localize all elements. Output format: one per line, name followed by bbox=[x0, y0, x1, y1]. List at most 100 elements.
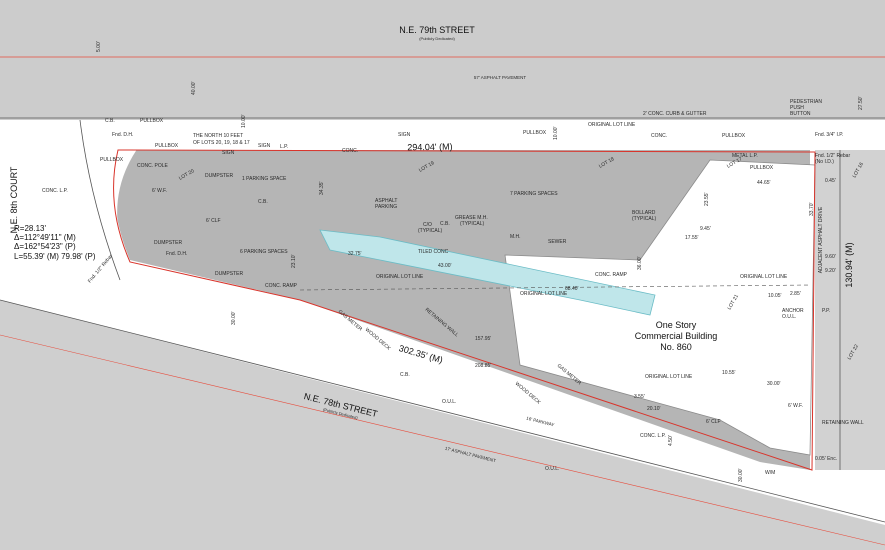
dim-3370: 33.70' bbox=[809, 202, 815, 216]
dim-2750: 27.50' bbox=[858, 96, 864, 110]
dim-4465: 44.65' bbox=[757, 180, 771, 186]
curve-delta-p: Δ=162°54'23" (P) bbox=[14, 242, 76, 251]
one-parking-label: 1 PARKING SPACE bbox=[242, 176, 287, 182]
ne-8th-court-curb bbox=[79, 119, 121, 281]
cb-label-4: C.B. bbox=[400, 372, 410, 378]
orig-lot-line-label-1: ORIGINAL LOT LINE bbox=[588, 122, 636, 128]
sign-label-3: SIGN bbox=[222, 150, 235, 156]
grease-label-2: (TYPICAL) bbox=[460, 221, 485, 227]
dumpster-label-3: DUMPSTER bbox=[215, 271, 243, 277]
oul-label-2: O.U.L. bbox=[442, 399, 456, 405]
six-parking-label: 6 PARKING SPACES bbox=[240, 249, 288, 255]
wf-label: 6' W.F. bbox=[788, 403, 803, 409]
bollard-label-2: (TYPICAL) bbox=[632, 216, 657, 222]
dim-355: 3.55' bbox=[634, 394, 645, 400]
pullbox-label-1: PULLBOX bbox=[140, 118, 164, 124]
anchor-label: ANCHOR bbox=[782, 308, 804, 314]
dim-945: 9.45' bbox=[700, 226, 711, 232]
dim-3600: 36.00' bbox=[637, 256, 643, 270]
dim-3000c: 30.00' bbox=[738, 468, 744, 482]
co-typical-label-2: (TYPICAL) bbox=[418, 228, 443, 234]
clf-label: 6' CLF bbox=[706, 419, 721, 425]
north-pavement-label: 57' ASPHALT PAVEMENT bbox=[474, 75, 527, 80]
dim-1755: 17.55' bbox=[685, 235, 699, 241]
dim-960: 9.60' bbox=[825, 254, 836, 260]
oul-label-1: O.U.L. bbox=[782, 314, 796, 320]
dim-4300: 43.00' bbox=[438, 263, 452, 269]
dim-3000a: 30.00' bbox=[231, 311, 237, 325]
north10b-label: OF LOTS 20, 19, 18 & 17 bbox=[193, 140, 250, 146]
asphalt-label-1: ASPHALT bbox=[375, 198, 397, 204]
south-parkway-label: 16' PARKWAY bbox=[526, 416, 555, 428]
sewer-label: SEWER bbox=[548, 239, 567, 245]
sign-label-2: SIGN bbox=[398, 132, 411, 138]
curve-radius: R=28.13' bbox=[14, 224, 46, 233]
north10-label: THE NORTH 10 FEET bbox=[193, 133, 243, 139]
north-street-note: (Publicly Dedicated) bbox=[419, 36, 455, 41]
orig-lot-line-label-2: ORIGINAL LOT LINE bbox=[376, 274, 424, 280]
conc-label-1: CONC. bbox=[342, 148, 358, 154]
co-typical-label-1: C/O bbox=[423, 222, 432, 228]
dim-450: 4.50' bbox=[668, 435, 674, 446]
north-boundary-dim: 294.04' (M) bbox=[407, 142, 452, 153]
sign-label-1: SIGN bbox=[258, 143, 271, 149]
dim-2010: 20.10' bbox=[647, 406, 661, 412]
property-boundary bbox=[113, 149, 816, 471]
dumpster-label-2: DUMPSTER bbox=[154, 240, 182, 246]
dim-5a: 5.00' bbox=[96, 41, 102, 52]
tiled-conc-label: TILED CONC bbox=[418, 249, 449, 255]
commercial-building-footprint bbox=[504, 159, 816, 456]
dim-285: 2.85' bbox=[790, 291, 801, 297]
north-street-name: N.E. 79th STREET bbox=[399, 25, 475, 35]
south-street-pavement bbox=[0, 300, 885, 550]
dim-208: 208.85' bbox=[475, 363, 491, 369]
conc-lp-label-2: CONC. L.P. bbox=[640, 433, 666, 439]
pullbox-label-6: PULLBOX bbox=[750, 165, 774, 171]
west-street-name: N.E. 8th COURT bbox=[9, 166, 19, 233]
metal-lp-label: METAL L.P. bbox=[732, 153, 758, 159]
dim-920: 9.20' bbox=[825, 268, 836, 274]
north-street-pavement bbox=[0, 0, 885, 120]
fnd-rebar-label-2: (No I.D.) bbox=[815, 159, 834, 165]
enc-label: 0.05' Enc. bbox=[815, 456, 837, 462]
dim-3275: 32.75' bbox=[348, 251, 362, 257]
conc-ramp-label-1: CONC. RAMP bbox=[595, 272, 628, 278]
wf-label-2: 6' W.F. bbox=[152, 188, 167, 194]
east-boundary-dim: 130.94' (M) bbox=[844, 242, 854, 287]
orig-lot-line-label-3: ORIGINAL LOT LINE bbox=[520, 291, 568, 297]
clf-label-2: 6' CLF bbox=[206, 218, 221, 224]
building-line3: No. 860 bbox=[660, 342, 692, 352]
fnd-dh-label: Fnd. D.H. bbox=[112, 132, 133, 138]
conc-ramp-label-2: CONC. RAMP bbox=[265, 283, 298, 289]
pedestrian-label-1: PEDESTRIAN bbox=[790, 99, 822, 105]
fnd-rebar-label-1: Fnd. 1/2" Rebar bbox=[815, 153, 850, 159]
dim-1005: 10.05' bbox=[768, 293, 782, 299]
cb-label-2: C.B. bbox=[258, 199, 268, 205]
wood-deck-label-2: WOOD DECK bbox=[514, 381, 542, 406]
dim-1055: 10.55' bbox=[722, 370, 736, 376]
dumpster-label-1: DUMPSTER bbox=[205, 173, 233, 179]
oul-label-3: O.U.L. bbox=[545, 466, 559, 472]
dim-3000b: 30.00' bbox=[767, 381, 781, 387]
orig-lot-line-label-5: ORIGINAL LOT LINE bbox=[645, 374, 693, 380]
cb-label-1: C.B. bbox=[105, 118, 115, 124]
seven-parking-label: 7 PARKING SPACES bbox=[510, 191, 558, 197]
curve-length: L=55.39' (M) 79.98' (P) bbox=[14, 252, 96, 261]
dim-40: 40.00' bbox=[191, 81, 197, 95]
dim-2355: 23.55' bbox=[704, 192, 710, 206]
curb-gutter-label: 2' CONC. CURB & GUTTER bbox=[643, 111, 707, 117]
tiled-concrete-area bbox=[319, 229, 656, 316]
dim-0845: 0.45' bbox=[825, 178, 836, 184]
orig-lot-line-label-4: ORIGINAL LOT LINE bbox=[740, 274, 788, 280]
fnd-ip-label: Fnd. 3/4" I.P. bbox=[815, 132, 843, 138]
pullbox-label-2: PULLBOX bbox=[155, 143, 179, 149]
dim-10a: 10.00' bbox=[241, 114, 247, 128]
cb-label-3: C.B. bbox=[440, 221, 450, 227]
lp-label-1: L.P. bbox=[280, 144, 288, 150]
dim-157: 157.95' bbox=[475, 336, 491, 342]
retaining-wall-label-2: RETAINING WALL bbox=[822, 420, 864, 426]
conc-pole-label: CONC. POLE bbox=[137, 163, 169, 169]
fnd-dh-label-2: Fnd. D.H. bbox=[166, 251, 187, 257]
dim-10b: 10.00' bbox=[553, 126, 559, 140]
